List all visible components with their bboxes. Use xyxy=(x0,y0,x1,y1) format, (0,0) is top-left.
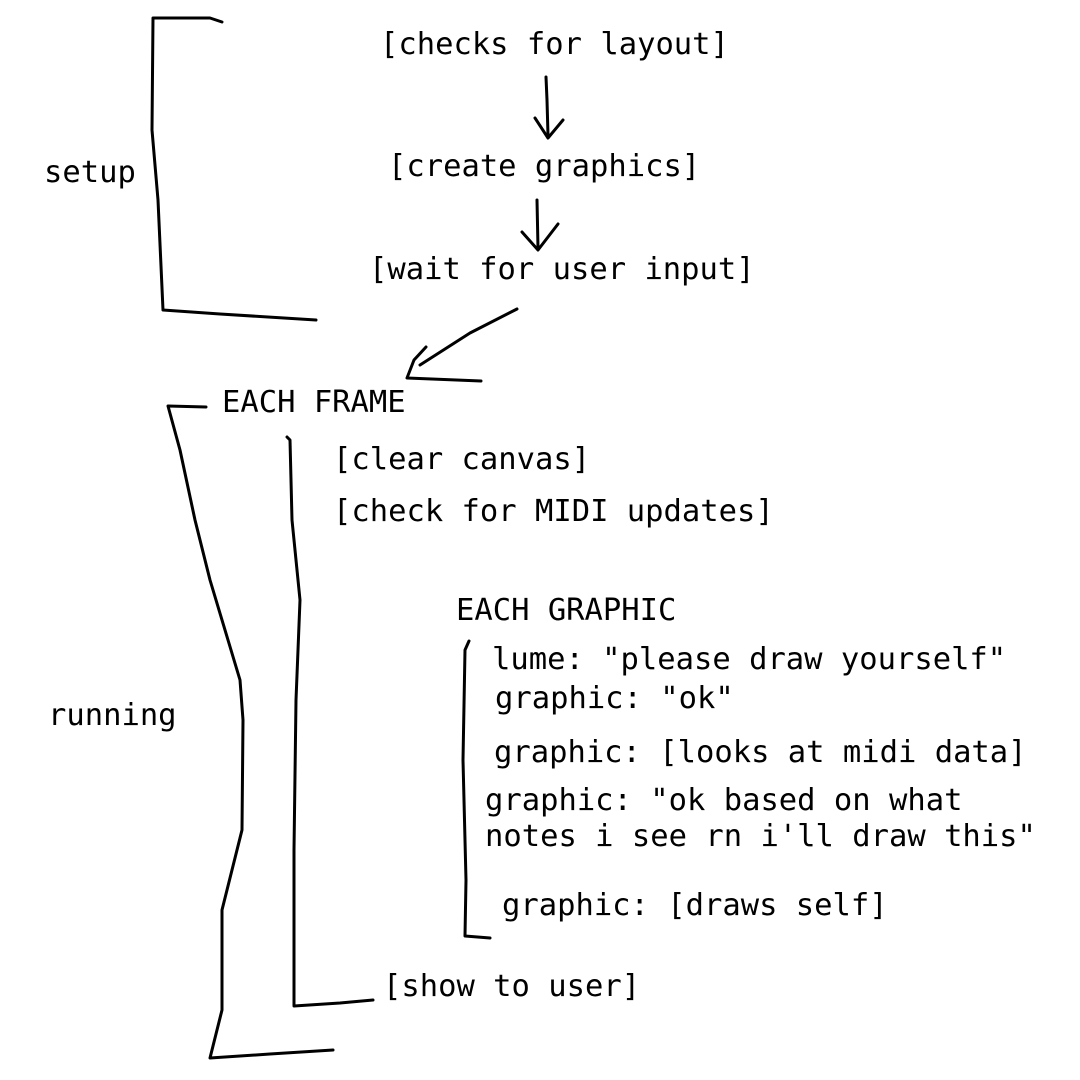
graphic-line: graphic: "ok" xyxy=(495,681,734,716)
graphic-line: graphic: "ok based on what xyxy=(485,783,963,818)
each-graphic-title: EACH GRAPHIC xyxy=(456,593,677,628)
transition-arrow-head xyxy=(405,345,483,383)
setup-bracket xyxy=(150,16,318,322)
running-label: running xyxy=(48,698,177,733)
step-clear-canvas: [clear canvas] xyxy=(333,442,591,477)
arrow-1-shaft xyxy=(544,75,550,137)
step-checks-for-layout: [checks for layout] xyxy=(380,27,729,62)
arrow-2-shaft xyxy=(535,198,540,250)
setup-label: setup xyxy=(44,155,136,190)
each-frame-title: EACH FRAME xyxy=(222,385,406,420)
graphic-line: notes i see rn i'll draw this" xyxy=(485,819,1036,854)
transition-arrow-shaft xyxy=(418,307,519,367)
step-check-midi-updates: [check for MIDI updates] xyxy=(333,494,774,529)
graphic-line: lume: "please draw yourself" xyxy=(492,642,1007,677)
running-bracket xyxy=(166,404,335,1060)
each-graphic-bracket xyxy=(461,639,492,940)
graphic-line: graphic: [looks at midi data] xyxy=(494,735,1027,770)
arrow-1-head xyxy=(533,116,565,140)
graphic-line: graphic: [draws self] xyxy=(502,888,888,923)
step-create-graphics: [create graphics] xyxy=(388,149,701,184)
each-frame-bracket xyxy=(285,435,375,1008)
arrow-2-head xyxy=(520,222,560,252)
step-wait-for-user-input: [wait for user input] xyxy=(369,252,755,287)
step-show-to-user: [show to user] xyxy=(383,969,641,1004)
